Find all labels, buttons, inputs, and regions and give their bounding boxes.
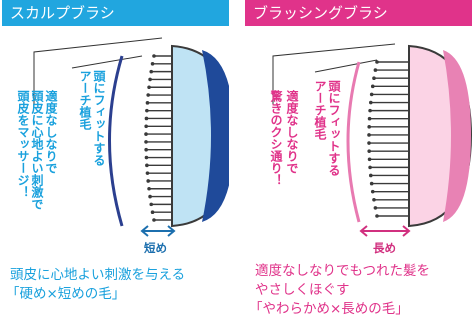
brush-back [443,50,471,222]
bristle-tip [367,141,371,145]
bristle-tip [368,165,372,170]
bristle-tip [367,157,372,162]
length-label: 短め [144,241,167,255]
length-arrow-head-left [359,225,368,237]
arch-curve [108,55,124,227]
scalp-brush-diagram [33,37,229,237]
leader-line [314,59,378,73]
bristle-tip [369,181,374,186]
bristle-tip [145,171,150,175]
arch-text-col2: アーチ植毛 [78,70,92,130]
bristle-tip [147,186,151,191]
arch-text-col1: 頭にフィットする [92,70,106,166]
bristle-tip [370,189,375,194]
bristle-tip [367,125,371,129]
length-label: 長め [373,241,396,255]
leader-line [71,55,143,69]
bristles [367,60,411,218]
arch-text-col1: 頭にフィットする [327,80,341,176]
brushing-text-col1: 適度なしなりで [285,90,299,174]
bristle-tip [149,69,154,74]
bristle-tip [368,100,373,105]
bristle-tip [373,206,378,210]
caption-line-2: やさしくほぐす [255,282,350,298]
bristle-tip [144,140,148,144]
length-arrow-head-right [167,225,176,237]
bristle-tip [148,77,152,82]
arch-text-col2: アーチ植毛 [313,80,327,140]
bristle-tip [145,163,149,168]
caption-line-1: 適度なしなりでもつれた髪を [255,263,430,279]
scalp-text-col2: 頭皮に心地よい刺激で [30,90,44,210]
brushing-text-col2: 驚きのクシ通り！ [269,90,283,186]
bristle-tip [144,116,149,121]
bristle-tip [144,155,149,160]
leader-line [272,43,396,105]
bristle-tip [368,173,373,178]
arch-curve [346,61,361,223]
bristle-tip [368,108,372,113]
bristle-tip [370,84,375,89]
brushing-brush-diagram [272,43,472,237]
caption-line-1: 頭皮に心地よい刺激を与える [10,267,186,283]
length-arrow-head-left [140,225,149,237]
bristle-tip [150,210,155,214]
scalp-brush-panel: スカルプブラシ 適度なしなりで 頭皮に心地よい刺激で 頭皮をマッサージ！ 頭にフ… [2,0,229,326]
bristle-tip [150,62,155,66]
bristle-tip [367,149,371,153]
scalp-brush-header: スカルプブラシ [2,0,229,26]
bristle-tip [144,147,148,152]
caption-line-2: 「硬め×短めの毛」 [6,286,126,302]
scalp-text-col1: 適度なしなりで [44,90,58,174]
bristle-tip [375,214,379,218]
scalp-text-col3: 頭皮をマッサージ！ [16,90,30,198]
bristles [144,54,174,222]
bristle-tip [147,85,151,90]
bristle-tip [372,76,376,81]
leader-line [33,37,163,108]
bristle-tip [149,202,154,207]
bristle-tip [369,92,374,97]
bristle-tip [146,179,150,183]
bristle-tip [373,68,378,72]
bristle-tip [144,124,148,129]
bristle-tip [367,116,372,121]
brushing-brush-header: ブラッシングブラシ [245,0,472,26]
bristle-tip [145,101,150,105]
bristle-tip [146,93,150,97]
bristle-tip [144,132,148,136]
brushing-brush-panel: ブラッシングブラシ 適度なしなりで 驚きのクシ通り！ 頭にフィットする アーチ植… [245,0,472,326]
bristle-tip [367,133,371,137]
caption-line-3: 「やわらかめ×長めの毛」 [249,301,409,317]
brush-back [202,50,229,222]
bristle-tip [152,54,156,58]
bristle-tip [152,218,156,222]
bristle-tip [145,108,149,113]
bristle-tip [372,197,376,202]
bristle-tip [375,60,379,64]
length-arrow-head-right [402,225,411,237]
bristle-tip [148,194,152,199]
